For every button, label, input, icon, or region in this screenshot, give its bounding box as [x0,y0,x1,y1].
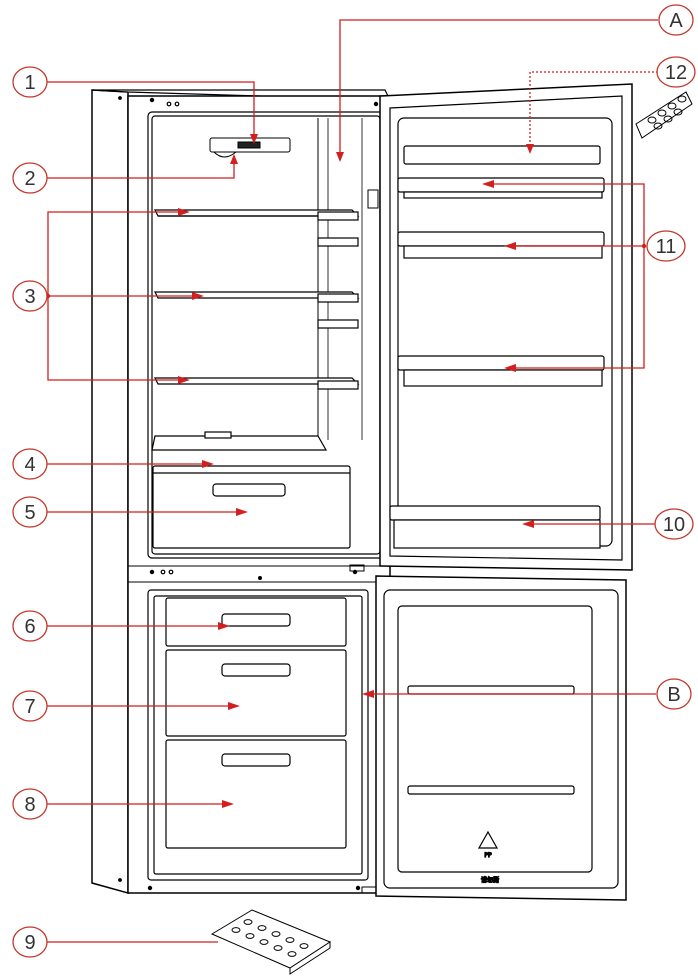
svg-text:A: A [669,10,683,32]
freezer-door: PP 请勿撕 [375,575,627,901]
callout-2: 2 [12,162,48,194]
light-icon [213,151,237,158]
door-balcony [397,355,605,387]
svg-text:11: 11 [656,236,677,258]
svg-text:6: 6 [24,616,35,638]
callout-1: 1 [12,66,48,98]
ice-cube-tray-icon [210,909,332,975]
thermostat-light-housing [209,137,291,158]
callout-9: 9 [12,926,48,958]
door-balcony [397,231,605,259]
svg-text:2: 2 [24,168,35,190]
freezer-drawer-top [165,597,347,647]
cabinet-left-side-panel [91,89,129,894]
svg-text:4: 4 [24,454,35,476]
callout-A: A [658,4,694,36]
svg-text:1: 1 [24,72,35,94]
leader-lines [45,19,658,943]
crisper-drawer-handle [212,483,286,497]
door-marking: 请勿撕 [481,876,499,884]
callout-10: 10 [654,508,694,540]
bottle-balcony [389,505,601,549]
callout-B: B [656,678,692,710]
freezer-drawer-top-handle [221,613,291,627]
callout-6: 6 [12,610,48,642]
freezer-drawers [165,597,347,849]
crisper-area [151,431,351,549]
crisper-cover [151,431,328,451]
svg-text:B: B [667,684,680,706]
thermostat-control-icon [237,141,261,149]
door-balcony [397,177,605,199]
callout-12: 12 [656,56,696,88]
callout-4: 4 [12,448,48,480]
svg-text:7: 7 [24,696,35,718]
svg-text:PP: PP [484,852,492,859]
callout-8: 8 [12,788,48,820]
freezer-drawer-bottom-handle [221,753,291,767]
freezer-drawer-middle [165,649,347,737]
glass-shelves [154,209,360,390]
svg-text:10: 10 [663,514,685,536]
glass-shelf [154,209,360,221]
svg-text:5: 5 [24,502,35,524]
callout-5: 5 [12,496,48,528]
recycle-icon: PP [477,830,499,860]
callout-11: 11 [646,230,686,262]
shelf-rail [317,237,359,329]
svg-text:9: 9 [24,932,35,954]
freezer-drawer-middle-handle [221,663,291,677]
svg-text:12: 12 [665,62,687,84]
svg-text:3: 3 [24,286,35,308]
callout-3: 3 [12,280,48,312]
glass-shelf [154,377,360,390]
crisper-drawer [152,465,351,549]
callout-7: 7 [12,690,48,722]
fridge-door [379,83,633,571]
svg-text:8: 8 [24,794,35,816]
freezer-drawer-bottom [165,739,347,849]
egg-tray-icon [635,91,693,139]
callouts: 1 2 3 4 5 6 7 8 [12,4,696,958]
